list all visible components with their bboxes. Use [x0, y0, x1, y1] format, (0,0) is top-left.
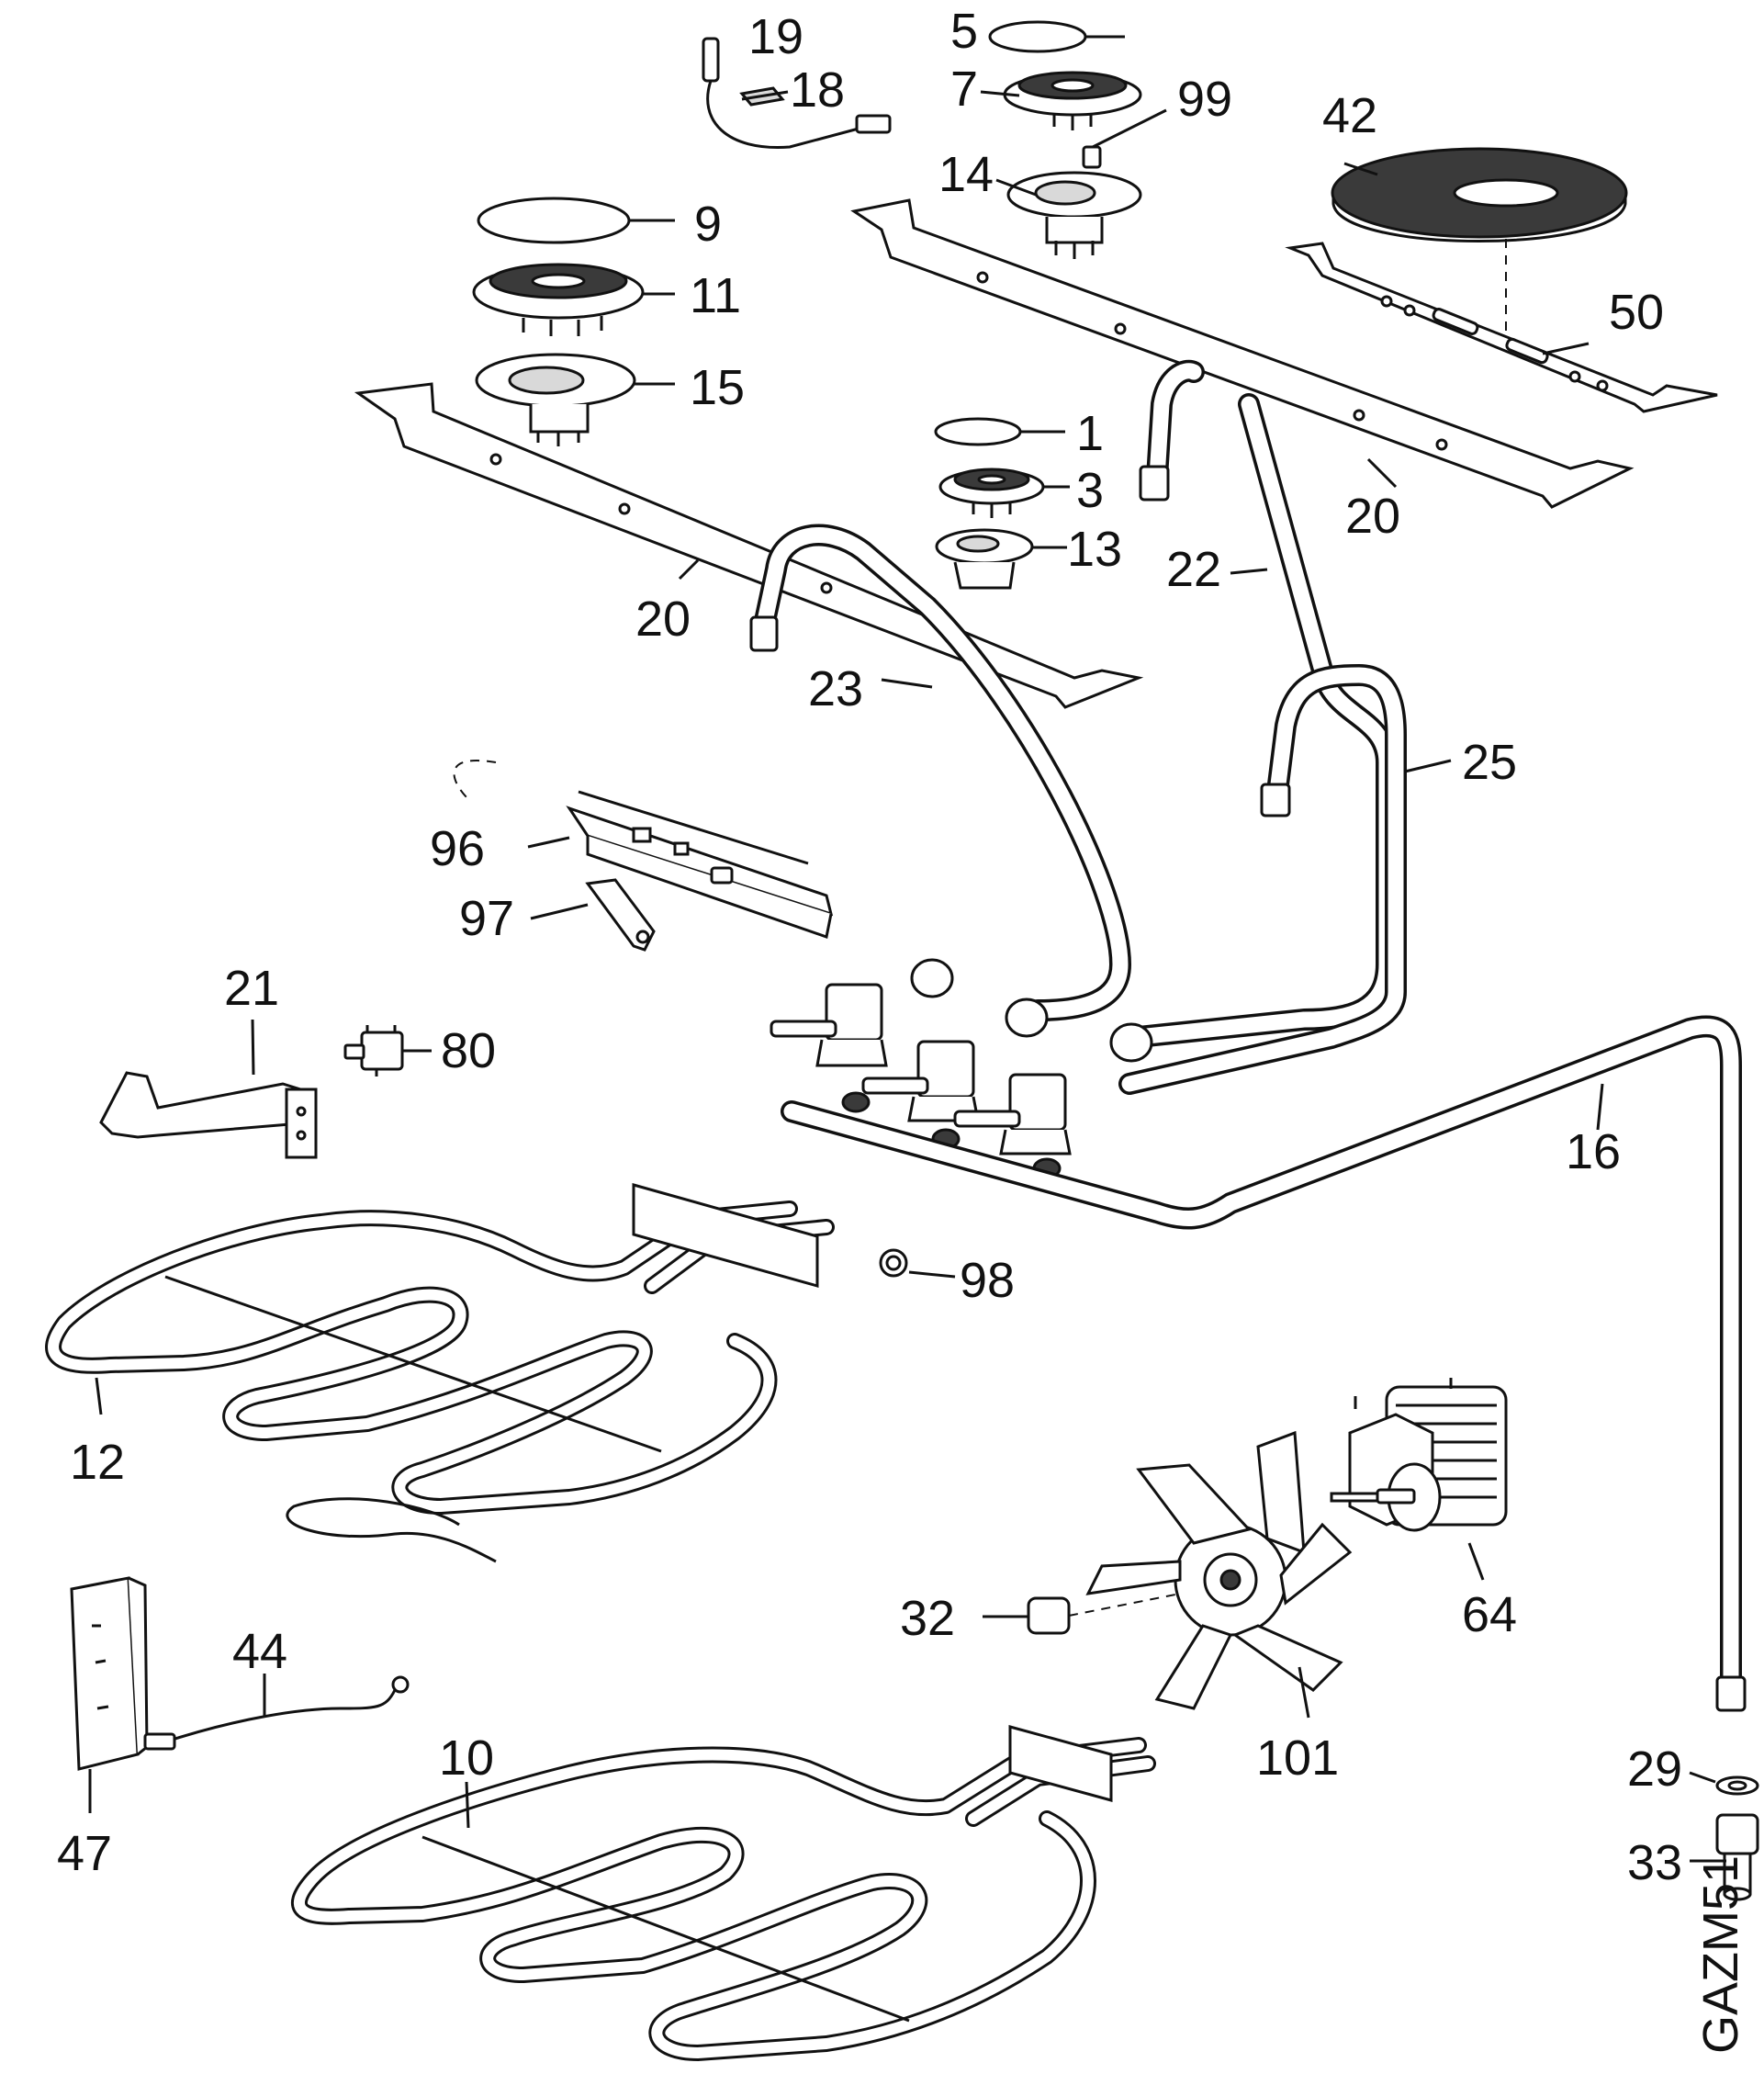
callout-5: 5 [950, 4, 978, 59]
diagram-code: GAZM51 [1693, 1855, 1748, 2054]
callout-20-rear: 20 [1345, 489, 1400, 544]
part-gas-pipe-22 [1118, 359, 1398, 1049]
part-burner-crown-large [472, 263, 645, 336]
part-ignition-bracket [453, 760, 834, 939]
callout-32: 32 [900, 1591, 955, 1646]
callout-12: 12 [70, 1435, 125, 1490]
callout-20-front: 20 [635, 592, 691, 647]
part-oven-element [291, 1725, 1156, 2061]
leader-lines [88, 35, 1726, 1863]
callout-44: 44 [232, 1624, 287, 1679]
part-terminal-block [70, 1576, 149, 1771]
callout-11: 11 [690, 268, 741, 323]
part-nut-98 [879, 1248, 908, 1278]
callout-21: 21 [224, 961, 279, 1016]
part-injector [1082, 145, 1102, 169]
callout-3: 3 [1076, 463, 1104, 518]
callout-15: 15 [690, 360, 745, 415]
callout-14: 14 [938, 147, 994, 202]
part-fan-blade [1085, 1430, 1353, 1710]
callout-96: 96 [430, 821, 485, 876]
callout-23: 23 [808, 661, 863, 716]
callout-99: 99 [1177, 72, 1232, 127]
part-burner-crown-auxiliary [938, 468, 1045, 518]
callout-1: 1 [1076, 406, 1104, 461]
part-gas-manifold [781, 1015, 1747, 1712]
part-ignition-clip [585, 878, 656, 952]
callout-16: 16 [1566, 1124, 1621, 1179]
callout-13: 13 [1067, 522, 1122, 577]
callout-19: 19 [748, 9, 803, 64]
part-fan-motor [1330, 1378, 1508, 1532]
callout-97: 97 [459, 891, 514, 946]
callout-25: 25 [1462, 735, 1517, 790]
part-burner-crown-medium [1003, 71, 1142, 130]
callout-80: 80 [441, 1023, 496, 1078]
callout-101: 101 [1256, 1730, 1339, 1786]
callout-33: 33 [1627, 1835, 1682, 1890]
part-electric-hotplate [1331, 147, 1628, 340]
part-thermostat-switch [343, 1025, 404, 1076]
part-connector [1715, 1813, 1759, 1901]
callout-10: 10 [439, 1730, 494, 1786]
callout-47: 47 [57, 1826, 112, 1881]
callout-22: 22 [1166, 542, 1221, 597]
part-wire-44 [143, 1675, 410, 1751]
callout-50: 50 [1609, 285, 1664, 340]
callout-29: 29 [1627, 1741, 1682, 1797]
part-washer [1715, 1775, 1759, 1796]
part-burner-base-large [475, 353, 636, 446]
callout-labels: 19 18 5 7 99 14 42 9 11 15 50 1 3 13 20 … [57, 4, 1748, 2054]
callout-7: 7 [950, 62, 978, 117]
callout-9: 9 [694, 197, 722, 252]
part-fan-nut [1027, 1594, 1176, 1635]
part-gas-pipe-25 [1118, 664, 1407, 1095]
callout-18: 18 [790, 62, 845, 118]
part-burner-cap-small [988, 20, 1087, 53]
callout-64: 64 [1462, 1587, 1517, 1642]
part-hotplate-bracket [1285, 242, 1718, 413]
part-burner-rail-rear [850, 198, 1635, 509]
part-burner-base-medium [1006, 171, 1142, 259]
part-thermocouple [702, 37, 892, 149]
part-gas-pipe-23 [749, 524, 1131, 1021]
part-burner-base-auxiliary [935, 528, 1034, 590]
part-mounting-bracket [99, 1071, 318, 1159]
part-grill-element [45, 1183, 835, 1563]
callout-98: 98 [960, 1253, 1015, 1308]
callout-42: 42 [1322, 88, 1377, 143]
part-burner-cap-auxiliary [934, 417, 1022, 446]
part-burner-cap-large [477, 197, 631, 244]
part-pipe-nuts [910, 958, 1153, 1063]
